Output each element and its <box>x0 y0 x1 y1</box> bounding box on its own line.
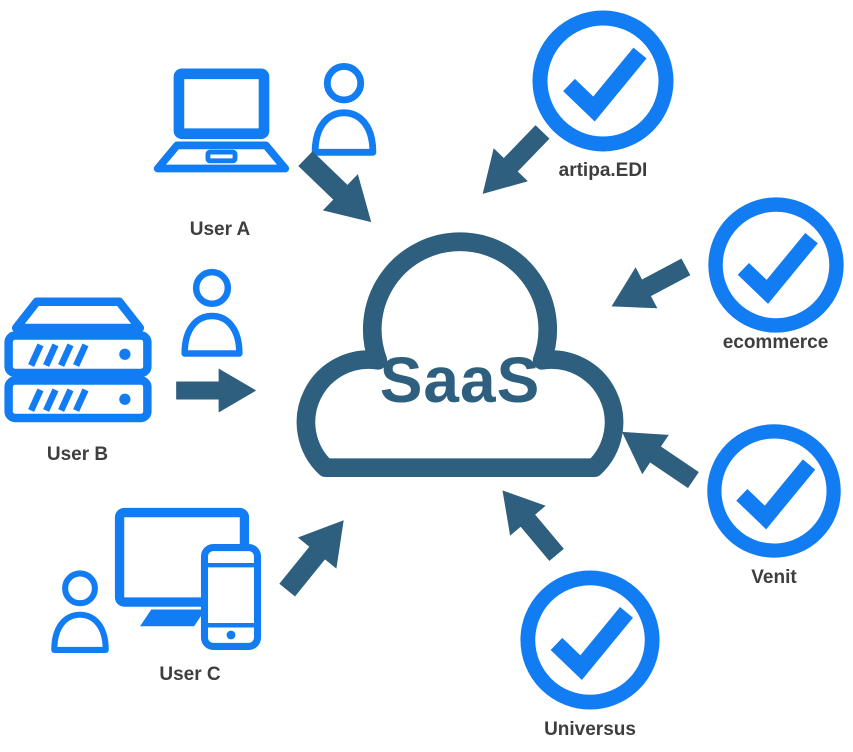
person-icon <box>176 264 248 358</box>
arrow-ecommerce-icon <box>598 244 698 330</box>
laptop-icon <box>148 66 293 187</box>
check-circle-icon <box>704 193 848 337</box>
service-universus-label: Universus <box>544 719 636 740</box>
user-c-label: User C <box>159 664 221 685</box>
person-icon <box>46 566 114 654</box>
check-circle-icon <box>516 566 664 714</box>
check-circle-icon <box>703 420 845 562</box>
arrow-universus-icon <box>481 472 576 571</box>
cloud-icon <box>296 232 624 477</box>
user-a-label: User A <box>189 219 251 240</box>
check-circle-icon <box>528 6 678 156</box>
service-artipa-edi-label: artipa.EDI <box>558 160 648 181</box>
server-icon <box>3 283 153 433</box>
user-b-label: User B <box>46 444 109 465</box>
person-icon <box>306 58 382 157</box>
arrow-user-b-icon <box>176 366 258 415</box>
saas-label: SaaS <box>379 344 541 416</box>
smartphone-icon <box>200 544 262 650</box>
arrow-user-c-icon <box>266 501 367 607</box>
arrow-user-a-icon <box>286 138 393 244</box>
service-ecommerce-label: ecommerce <box>722 332 829 353</box>
service-venit-label: Venit <box>751 567 797 588</box>
arrow-artipa-edi-icon <box>462 113 561 213</box>
arrow-venit-icon <box>606 409 709 502</box>
saas-cloud <box>292 220 628 482</box>
